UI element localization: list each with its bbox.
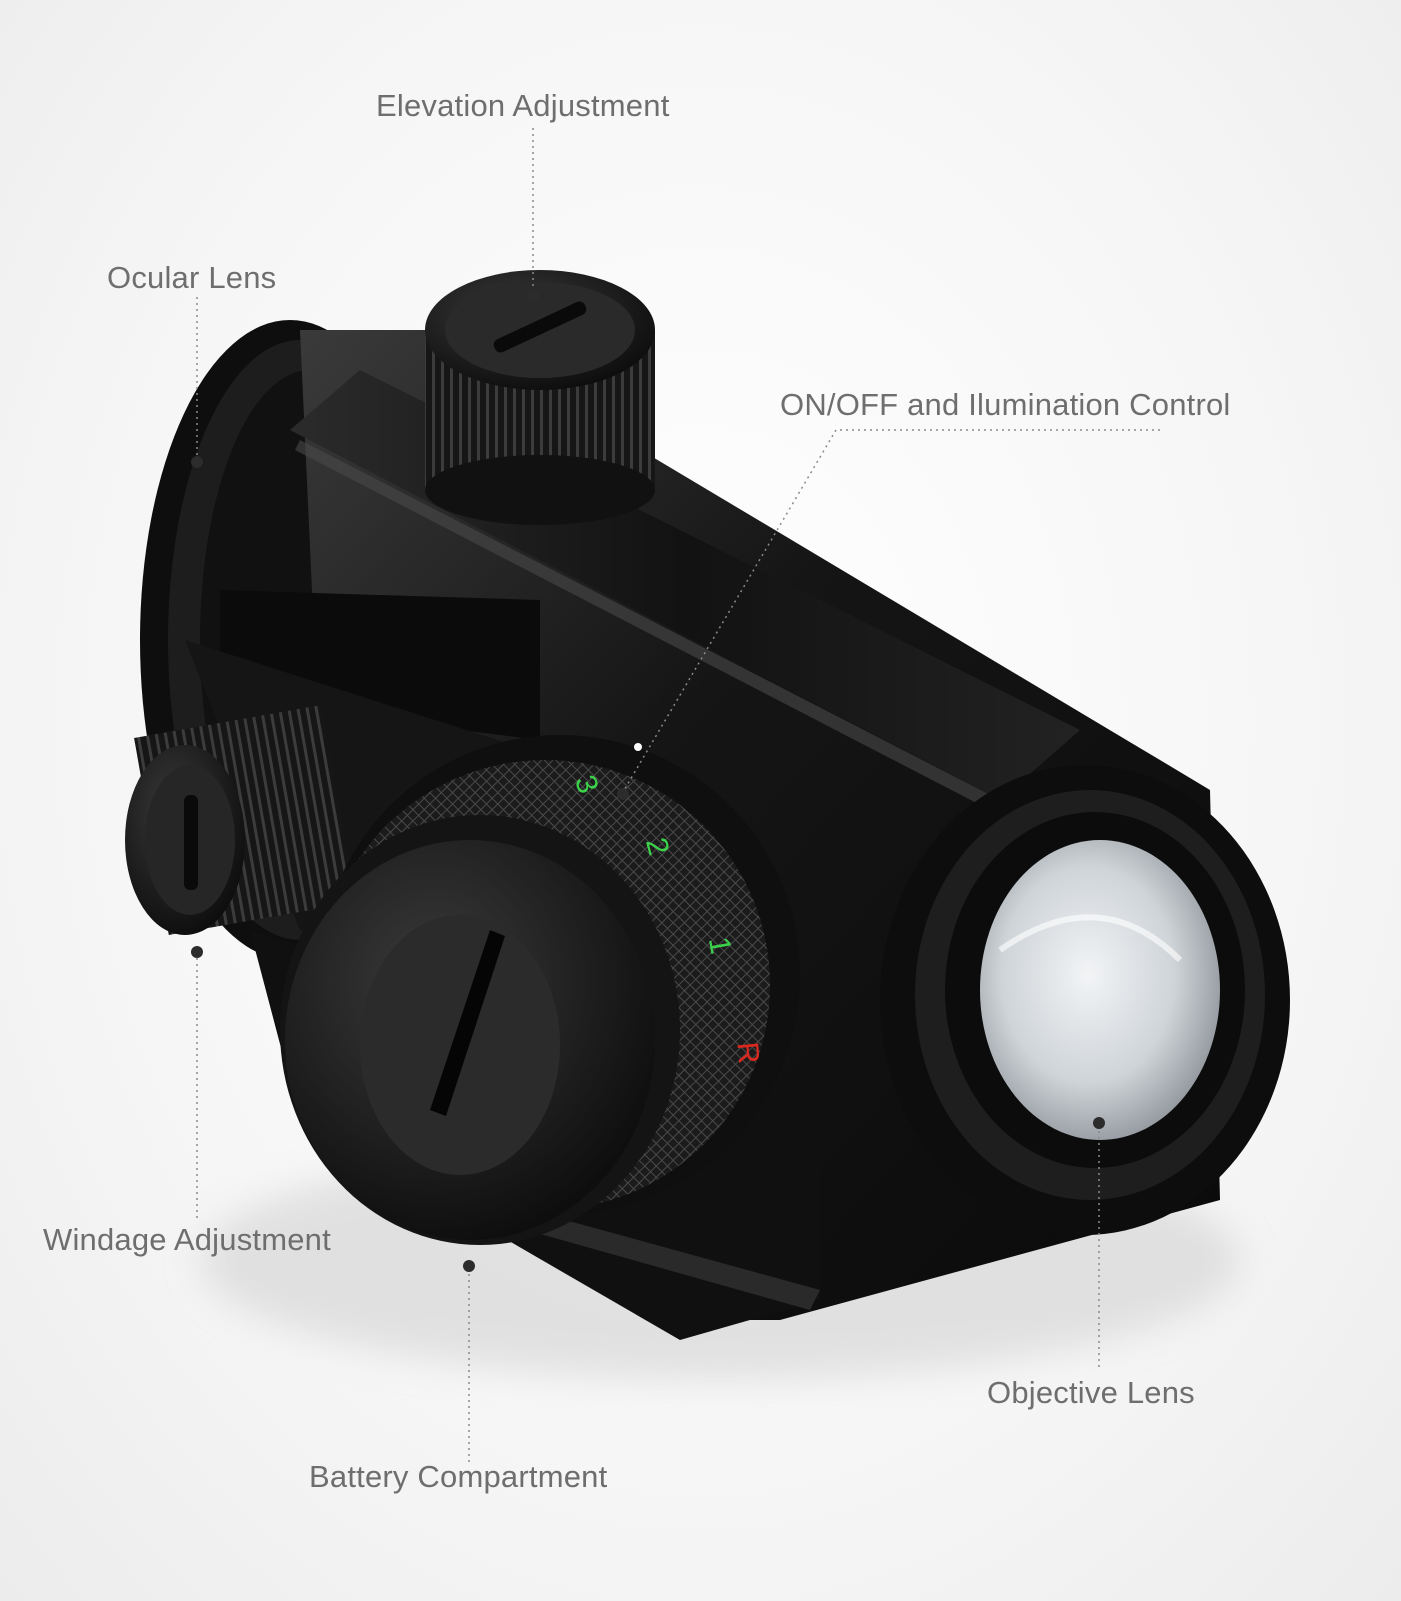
label-ocular-lens: Ocular Lens bbox=[107, 260, 277, 295]
objective-lens-assembly bbox=[880, 765, 1290, 1235]
anchor-elevation bbox=[527, 290, 539, 302]
elevation-slot bbox=[493, 301, 587, 353]
leader-lines bbox=[196, 128, 1160, 1462]
dial-mark-r: R bbox=[730, 1041, 765, 1065]
objective-lens-glass bbox=[980, 840, 1220, 1140]
anchor-onoff bbox=[617, 788, 629, 800]
elevation-turret bbox=[425, 270, 655, 525]
anchor-battery bbox=[463, 1260, 475, 1272]
dial-index-dot bbox=[634, 743, 642, 751]
dial-mark-1: 1 bbox=[702, 934, 737, 956]
anchor-ocular bbox=[191, 456, 203, 468]
leader-onoff bbox=[622, 429, 1160, 793]
label-windage-adjustment: Windage Adjustment bbox=[43, 1222, 331, 1257]
label-battery-compartment: Battery Compartment bbox=[309, 1459, 608, 1494]
label-onoff-illumination-control: ON/OFF and Ilumination Control bbox=[780, 387, 1231, 422]
label-elevation-adjustment: Elevation Adjustment bbox=[376, 88, 670, 123]
anchor-dots bbox=[191, 290, 1105, 1272]
anchor-windage bbox=[191, 946, 203, 958]
windage-slot bbox=[184, 795, 198, 890]
anchor-objective bbox=[1093, 1117, 1105, 1129]
illumination-dial bbox=[280, 735, 800, 1245]
windage-turret bbox=[125, 705, 356, 935]
label-objective-lens: Objective Lens bbox=[987, 1375, 1195, 1410]
battery-cap-slot bbox=[430, 930, 505, 1116]
